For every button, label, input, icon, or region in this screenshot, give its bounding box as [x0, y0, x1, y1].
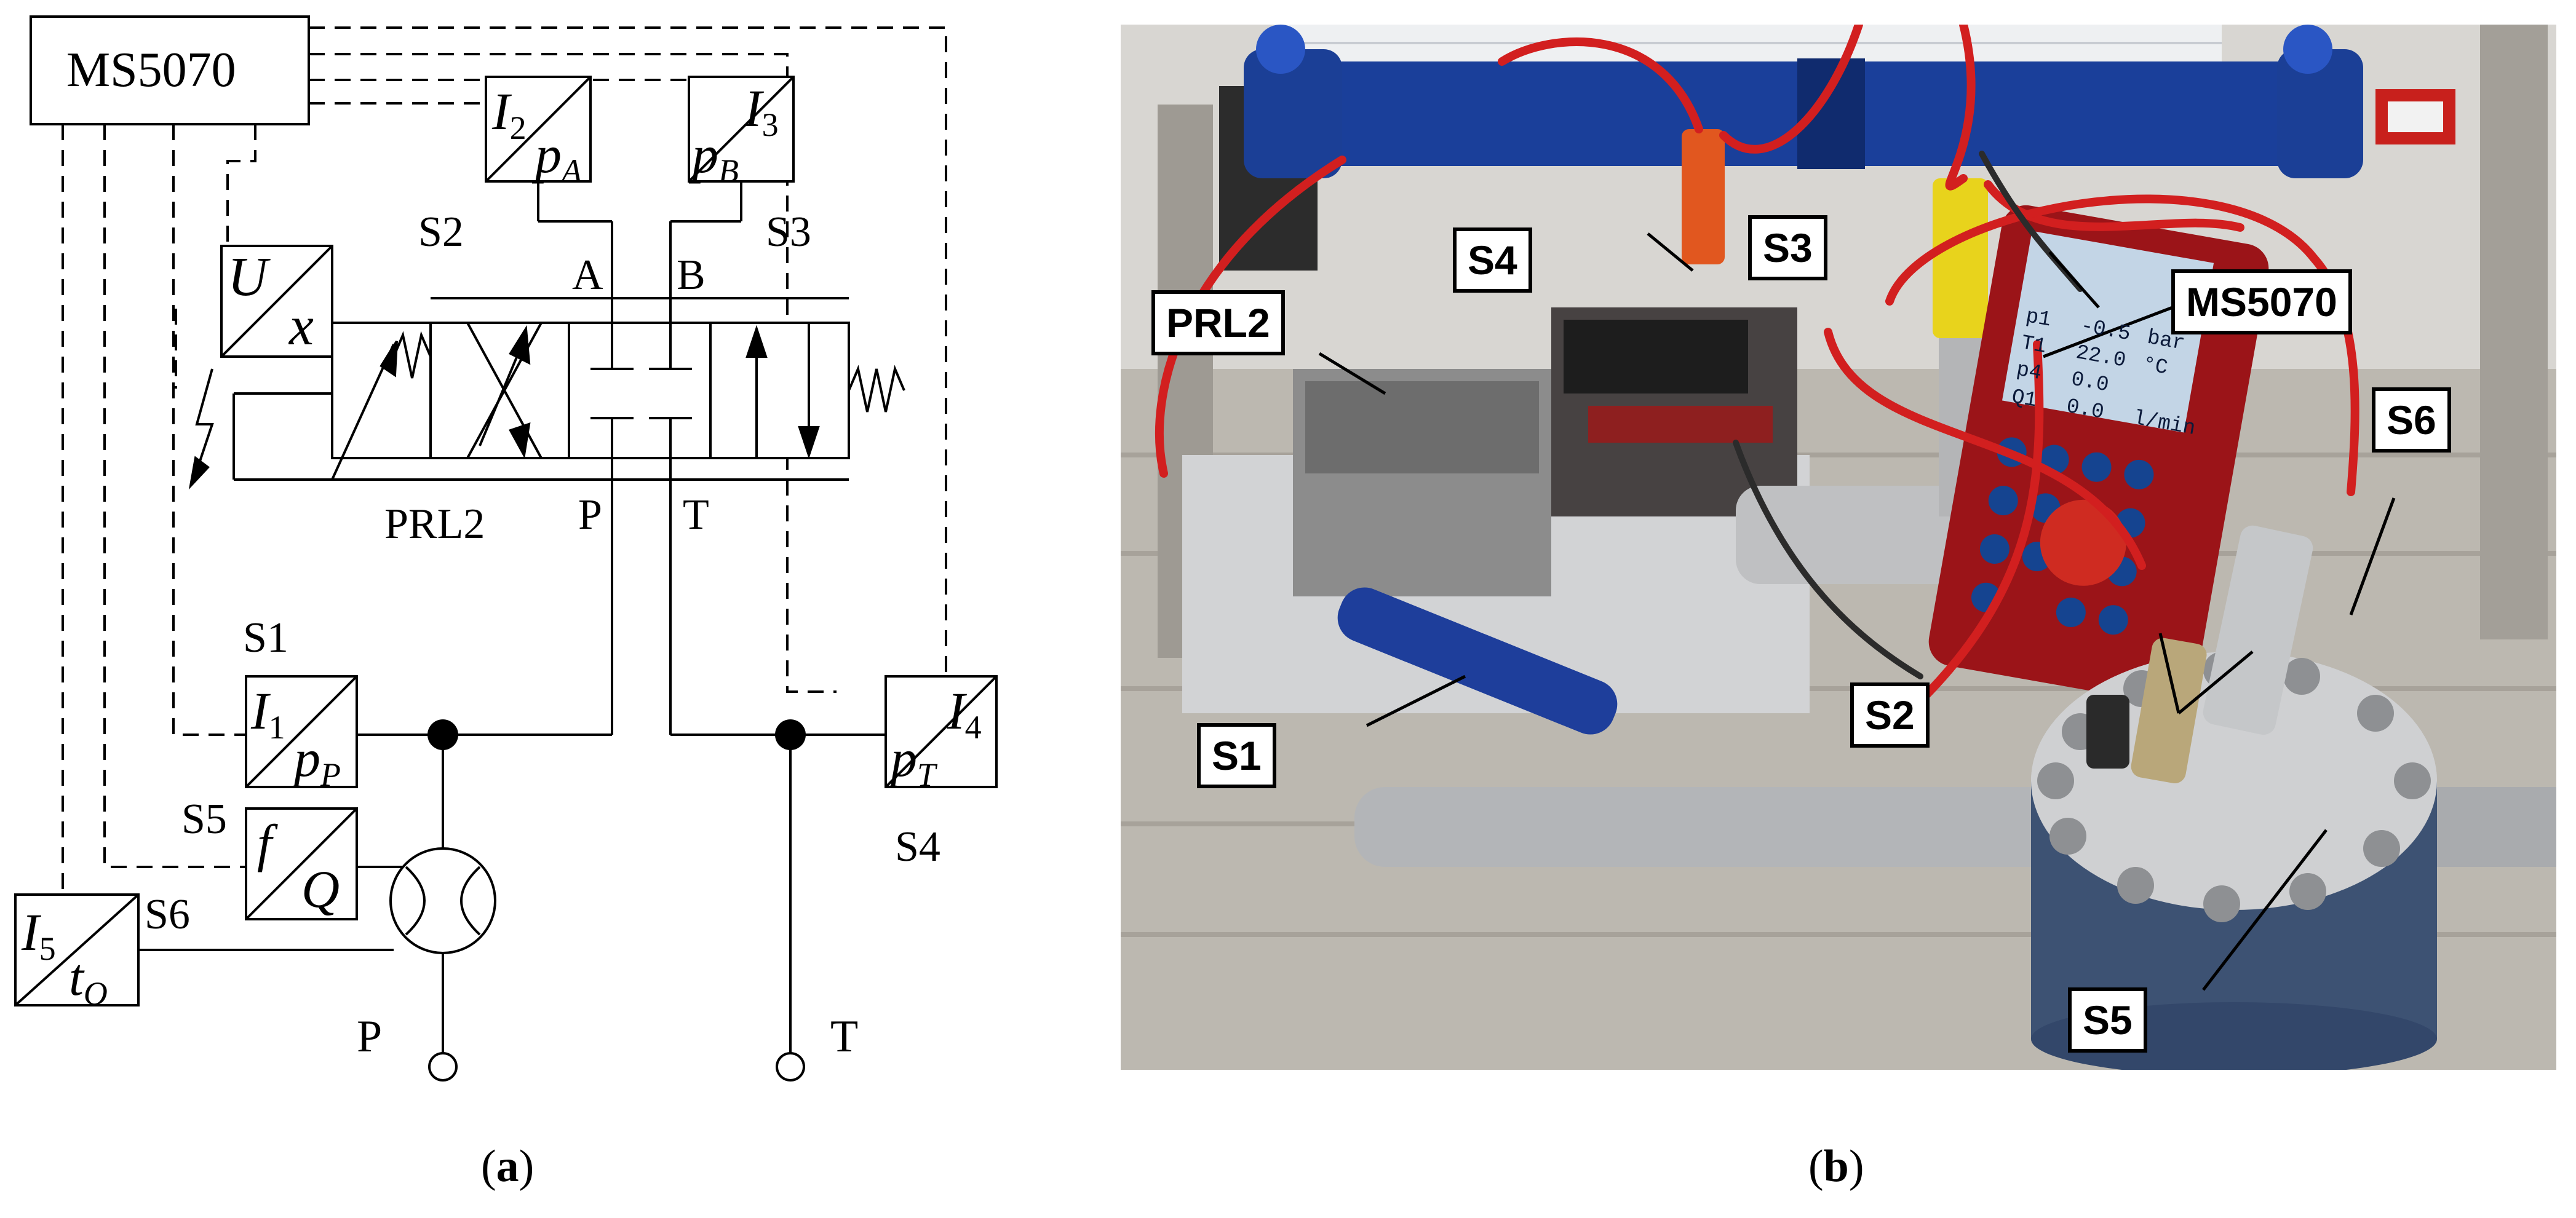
- caption-b: (b): [1808, 1141, 1864, 1192]
- s5-id: S5: [181, 796, 227, 843]
- s3-output-symbol: I3: [744, 79, 779, 143]
- callout-s4: S4: [1453, 227, 1532, 293]
- callout-s1: S1: [1197, 723, 1276, 788]
- supply-label: P: [357, 1011, 382, 1062]
- s1-id: S1: [243, 614, 288, 662]
- flow-meter-icon: [389, 847, 496, 954]
- s6-output-symbol: I5: [21, 903, 56, 967]
- s2-id: S2: [418, 208, 464, 256]
- s4-measure-symbol: pT: [887, 729, 938, 793]
- s1-output-symbol: I1: [250, 681, 285, 746]
- valve-name: PRL2: [384, 500, 485, 548]
- transducer-measure-symbol: x: [288, 296, 314, 357]
- valve-port-t: T: [683, 491, 709, 539]
- callout-s6: S6: [2372, 387, 2451, 453]
- ms5070-label: MS5070: [66, 43, 236, 97]
- flow-arrows: [188, 325, 820, 490]
- s2-output-symbol: I2: [491, 82, 527, 146]
- valve-port-b: B: [677, 251, 706, 299]
- hydraulic-scheme: MS5070 I2 pA pB I3 U x: [14, 15, 998, 1082]
- callout-arrows: [1318, 232, 2396, 991]
- s6-id: S6: [145, 891, 190, 938]
- callout-s5: S5: [2068, 987, 2147, 1053]
- s4-output-symbol: I4: [947, 681, 982, 746]
- s5-measure-symbol: Q: [301, 860, 340, 919]
- supply-port: [428, 1052, 458, 1082]
- s2-measure-symbol: pA: [531, 125, 582, 189]
- tank-label: T: [830, 1011, 858, 1062]
- callout-ms5070: MS5070: [2171, 269, 2352, 334]
- valve-port-p: P: [578, 491, 602, 539]
- s3-measure-symbol: pB: [688, 125, 739, 189]
- s3-id: S3: [766, 208, 811, 256]
- s1-measure-symbol: pP: [290, 729, 341, 793]
- prl2-valve: [138, 181, 905, 1054]
- transducer-output-symbol: U: [228, 247, 271, 307]
- junction-p: [427, 719, 458, 750]
- junction-t: [775, 719, 806, 750]
- s6-measure-symbol: tO: [69, 947, 108, 1012]
- callout-s2: S2: [1850, 682, 1930, 748]
- callout-s3: S3: [1748, 215, 1827, 280]
- ms5070-box: [30, 15, 310, 125]
- tank-port: [776, 1052, 805, 1082]
- caption-a: (a): [481, 1141, 535, 1192]
- callout-prl2: PRL2: [1151, 290, 1285, 355]
- valve-port-a: A: [572, 251, 603, 299]
- s4-id: S4: [895, 823, 940, 871]
